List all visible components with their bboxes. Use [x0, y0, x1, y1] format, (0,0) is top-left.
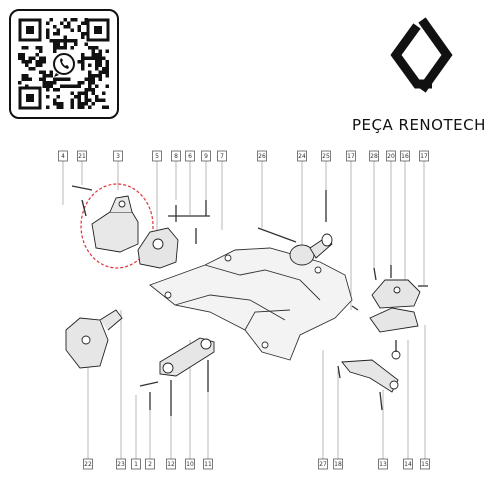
callout-14: 14 — [403, 458, 413, 470]
callout-23: 23 — [116, 458, 126, 470]
callout-label: 15 — [421, 461, 429, 468]
mount-bracket — [137, 227, 179, 269]
callout-label: 17 — [347, 153, 355, 160]
callout-17: 17 — [346, 150, 356, 162]
callout-7: 7 — [217, 150, 227, 162]
callout-9: 9 — [201, 150, 211, 162]
callout-label: 17 — [420, 153, 428, 160]
callout-label: 14 — [404, 461, 412, 468]
callout-label: 13 — [379, 461, 387, 468]
callout-17: 17 — [419, 150, 429, 162]
callout-label: 20 — [387, 153, 395, 160]
callout-15: 15 — [420, 458, 430, 470]
callout-label: 1 — [134, 461, 138, 468]
callout-20: 20 — [386, 150, 396, 162]
callout-label: 7 — [220, 153, 224, 160]
callout-label: 11 — [204, 461, 212, 468]
whatsapp-icon — [51, 51, 77, 77]
callout-8: 8 — [171, 150, 181, 162]
bolt — [71, 185, 93, 217]
subframe — [149, 247, 353, 361]
engine-mount — [91, 195, 139, 253]
torque-rod — [289, 233, 333, 266]
callout-5: 5 — [152, 150, 162, 162]
qr-code[interactable] — [9, 9, 119, 119]
bolts-lower-left — [139, 360, 209, 416]
bolts-lower-right — [337, 340, 397, 411]
callout-label: 12 — [167, 461, 175, 468]
highlight-circle — [80, 183, 154, 269]
callout-label: 6 — [188, 153, 192, 160]
callout-2: 2 — [145, 458, 155, 470]
callout-label: 28 — [370, 153, 378, 160]
bolt-long — [257, 190, 327, 243]
callout-label: 5 — [155, 153, 159, 160]
callout-label: 9 — [204, 153, 208, 160]
callout-21: 21 — [77, 150, 87, 162]
callout-label: 8 — [174, 153, 178, 160]
bolts-top — [168, 200, 210, 244]
callout-1: 1 — [131, 458, 141, 470]
callout-11: 11 — [203, 458, 213, 470]
callout-label: 2 — [148, 461, 152, 468]
callout-label: 4 — [61, 153, 65, 160]
right-mount — [369, 279, 421, 333]
callout-12: 12 — [166, 458, 176, 470]
qr-pattern — [18, 18, 110, 110]
callout-16: 16 — [400, 150, 410, 162]
callout-label: 16 — [401, 153, 409, 160]
lower-torque-link — [159, 337, 215, 377]
callout-25: 25 — [321, 150, 331, 162]
callout-6: 6 — [185, 150, 195, 162]
callout-label: 22 — [84, 461, 92, 468]
brand-name: PEÇA RENOTECH — [352, 116, 486, 134]
callout-18: 18 — [333, 458, 343, 470]
gearbox-mount — [65, 309, 123, 369]
callout-label: 26 — [258, 153, 266, 160]
callout-label: 25 — [322, 153, 330, 160]
callout-label: 27 — [319, 461, 327, 468]
callout-10: 10 — [185, 458, 195, 470]
lower-right-link — [341, 350, 401, 393]
callout-27: 27 — [318, 458, 328, 470]
callout-label: 18 — [334, 461, 342, 468]
callout-22: 22 — [83, 458, 93, 470]
callout-4: 4 — [58, 150, 68, 162]
renault-diamond-logo — [390, 17, 453, 93]
bolts-right — [351, 265, 428, 311]
callout-label: 3 — [116, 153, 120, 160]
callout-24: 24 — [297, 150, 307, 162]
callout-label: 21 — [78, 153, 86, 160]
callout-13: 13 — [378, 458, 388, 470]
callout-label: 23 — [117, 461, 125, 468]
callouts-top: 4 21 3 5 8 6 9 7 26 24 25 17 28 20 16 17 — [58, 150, 429, 162]
callout-label: 10 — [186, 461, 194, 468]
callout-26: 26 — [257, 150, 267, 162]
callout-label: 24 — [298, 153, 306, 160]
callout-28: 28 — [369, 150, 379, 162]
callout-3: 3 — [113, 150, 123, 162]
